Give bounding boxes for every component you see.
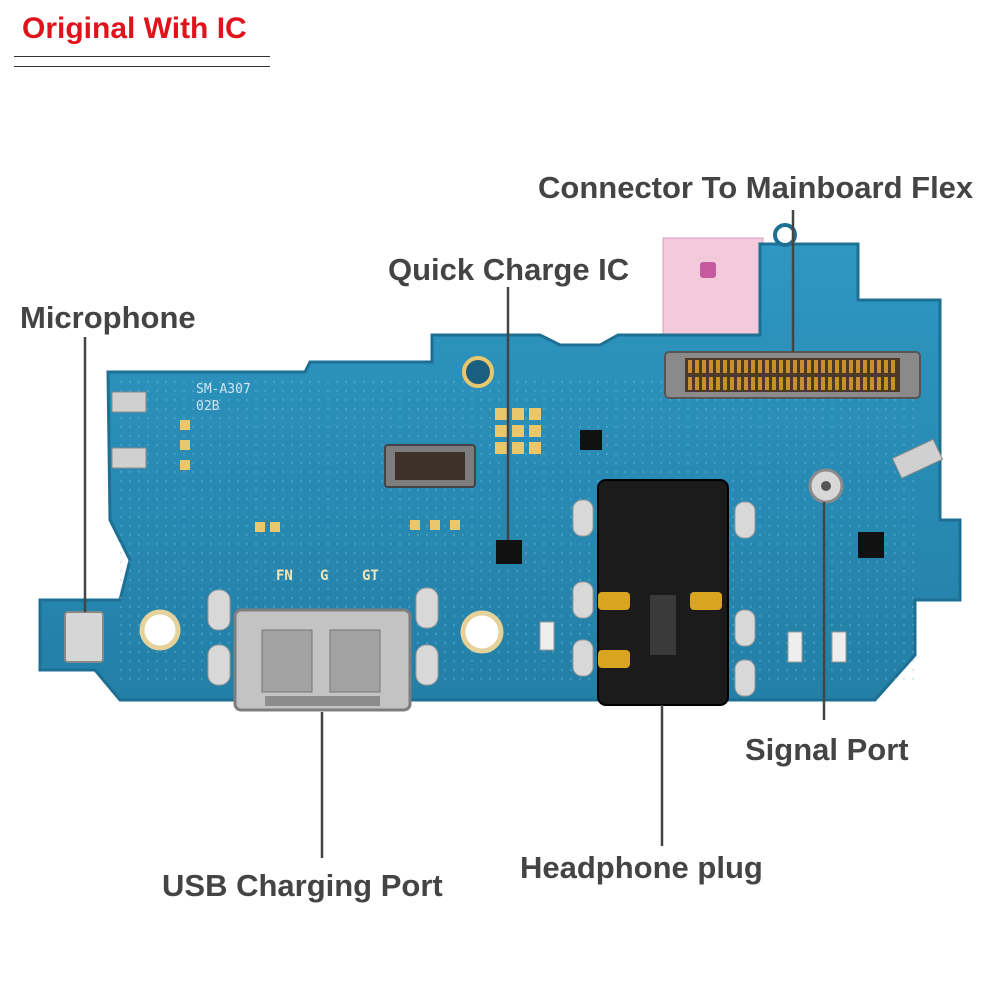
connector-pin [779, 377, 783, 390]
usb-solder-tab-2 [207, 644, 231, 686]
connector-pin [751, 377, 755, 390]
connector-pin [772, 377, 776, 390]
connector-pin [779, 360, 783, 373]
connector-pin [744, 377, 748, 390]
connector-pin [765, 360, 769, 373]
label-signal-port: Signal Port [745, 732, 909, 767]
connector-pin [828, 360, 832, 373]
connector-pin [807, 377, 811, 390]
connector-pin [716, 377, 720, 390]
connector-pin [863, 360, 867, 373]
quick-charge-ic [496, 540, 522, 564]
connector-pin [688, 377, 692, 390]
connector-pin [884, 360, 888, 373]
quick-charge-ic-cluster [495, 408, 541, 454]
board-model-print: SM-A307 [196, 382, 251, 397]
connector-pin [863, 377, 867, 390]
connector-pin [849, 377, 853, 390]
board-revision-print: 02B [196, 399, 220, 414]
mount-hole-connector [773, 223, 797, 247]
connector-pin [891, 377, 895, 390]
connector-pin [751, 360, 755, 373]
connector-pin [723, 377, 727, 390]
connector-pin [758, 360, 762, 373]
label-leader-lines [83, 210, 826, 858]
connector-pin [800, 360, 804, 373]
usb-solder-tab-3 [415, 587, 439, 629]
connector-pin [870, 377, 874, 390]
connector-pin [744, 360, 748, 373]
usb-solder-tab-1 [207, 589, 231, 631]
connector-pin [695, 360, 699, 373]
connector-pin [835, 360, 839, 373]
mount-hole-center [460, 610, 504, 654]
connector-pin [737, 360, 741, 373]
connector-pin [814, 360, 818, 373]
connector-pin [793, 360, 797, 373]
connector-pin [730, 360, 734, 373]
connector-pin [709, 377, 713, 390]
connector-pin [828, 377, 832, 390]
label-usb-charging-port: USB Charging Port [162, 868, 443, 903]
connector-pin [856, 360, 860, 373]
gold-pads [180, 420, 460, 532]
connector-pin [702, 360, 706, 373]
label-microphone: Microphone [20, 300, 196, 335]
connector-pin [814, 377, 818, 390]
ic-chip-top [580, 430, 602, 450]
connector-pin [877, 360, 881, 373]
connector-pin [835, 377, 839, 390]
mainboard-connector-pins [688, 360, 895, 390]
connector-pin [842, 360, 846, 373]
label-connector-mainboard-flex: Connector To Mainboard Flex [538, 170, 974, 205]
badge-underline-1 [14, 56, 270, 57]
badge-original-with-ic: Original With IC [22, 12, 247, 45]
connector-pin [765, 377, 769, 390]
adhesive-tab [662, 237, 764, 339]
label-headphone-plug: Headphone plug [520, 850, 763, 885]
connector-pin [821, 360, 825, 373]
mount-hole-top [462, 356, 494, 388]
usb-solder-tab-4 [415, 644, 439, 686]
connector-pin [730, 377, 734, 390]
connector-pin [884, 377, 888, 390]
ic-chip-right [858, 532, 884, 558]
mount-hole-left [139, 609, 181, 651]
connector-pin [695, 377, 699, 390]
connector-pin [870, 360, 874, 373]
connector-pin [723, 360, 727, 373]
microphone-component [64, 611, 104, 663]
pad-label-fn: FN [276, 568, 293, 584]
pad-label-gt: GT [362, 568, 379, 584]
connector-pin [688, 360, 692, 373]
badge-underline-2 [14, 66, 270, 67]
connector-pin [786, 377, 790, 390]
connector-pin [786, 360, 790, 373]
connector-pin [891, 360, 895, 373]
connector-pin [849, 360, 853, 373]
connector-pin [807, 360, 811, 373]
connector-pin [877, 377, 881, 390]
adhesive-tab-slot [700, 262, 716, 278]
connector-pin [800, 377, 804, 390]
connector-pin [716, 360, 720, 373]
connector-pin [702, 377, 706, 390]
connector-pin [772, 360, 776, 373]
connector-pin [709, 360, 713, 373]
headphone-gold-contacts [598, 592, 722, 668]
label-quick-charge-ic: Quick Charge IC [388, 252, 630, 287]
connector-pin [758, 377, 762, 390]
connector-pin [856, 377, 860, 390]
connector-pin [842, 377, 846, 390]
connector-pin [793, 377, 797, 390]
pad-label-g: G [320, 568, 329, 584]
connector-pin [821, 377, 825, 390]
usb-charging-port [233, 608, 412, 712]
connector-pin [737, 377, 741, 390]
